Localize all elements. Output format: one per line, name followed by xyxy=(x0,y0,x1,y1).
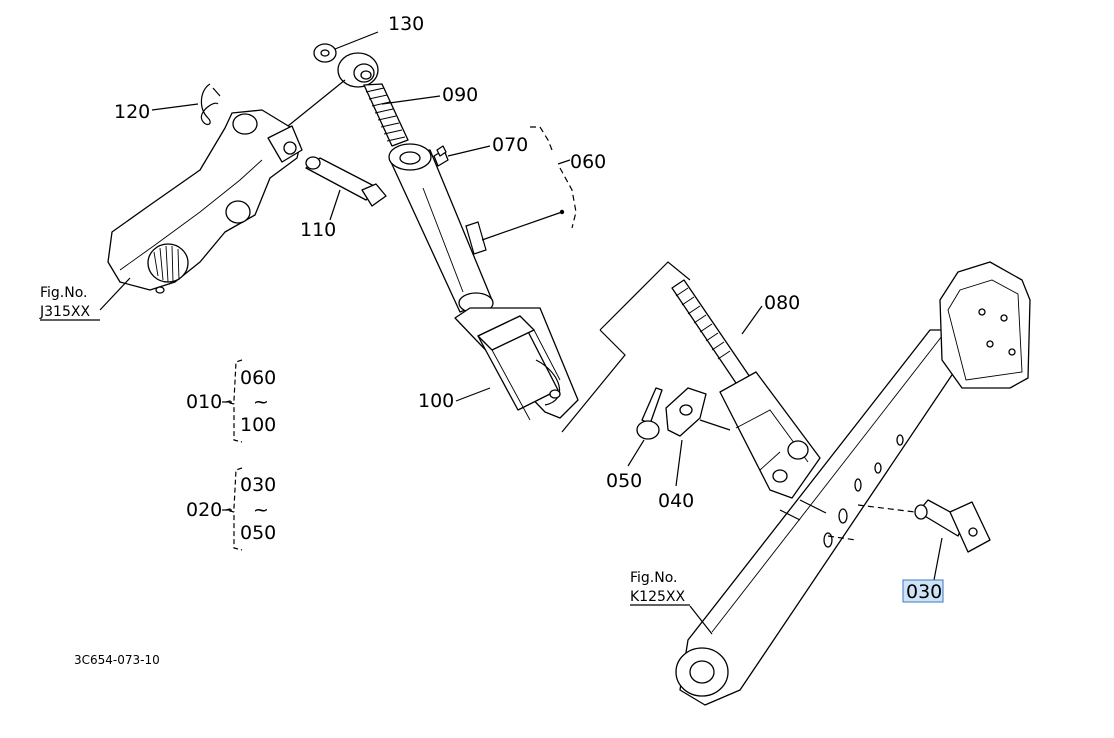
group-020-from: 030 xyxy=(240,474,276,496)
group-020-tilde: ~ xyxy=(253,499,269,521)
fig-ref-left-label: Fig.No. xyxy=(40,285,88,301)
callout-030-highlight[interactable]: 030 xyxy=(902,579,944,603)
callout-040[interactable]: 040 xyxy=(658,490,694,512)
callout-130[interactable]: 130 xyxy=(388,13,424,35)
lower-link-drawing xyxy=(675,261,1031,706)
callout-050[interactable]: 050 xyxy=(606,470,642,492)
callout-030[interactable]: 030 xyxy=(906,581,942,603)
callout-100[interactable]: 100 xyxy=(418,390,454,412)
washer-pin-drawing xyxy=(636,387,707,440)
fig-ref-right-code[interactable]: K125XX xyxy=(630,589,685,605)
lift-arm-drawing xyxy=(107,83,303,294)
callout-060[interactable]: 060 xyxy=(570,151,606,173)
group-020-to: 050 xyxy=(240,522,276,544)
callout-090[interactable]: 090 xyxy=(442,84,478,106)
group-010-to: 100 xyxy=(240,414,276,436)
callout-080[interactable]: 080 xyxy=(764,292,800,314)
callout-070[interactable]: 070 xyxy=(492,134,528,156)
group-010-id[interactable]: 010 xyxy=(186,391,222,413)
fig-ref-left-code[interactable]: J315XX xyxy=(39,304,90,320)
callout-110[interactable]: 110 xyxy=(300,219,336,241)
rod-080-drawing xyxy=(671,279,821,499)
pin-110-drawing xyxy=(305,156,387,207)
highlight-box xyxy=(902,579,944,603)
group-010-tilde: ~ xyxy=(253,391,269,413)
fig-ref-right-label: Fig.No. xyxy=(630,570,678,586)
group-010-from: 060 xyxy=(240,367,276,389)
group-020-id[interactable]: 020 xyxy=(186,499,222,521)
callout-120[interactable]: 120 xyxy=(114,101,150,123)
drawing-code: 3C654-073-10 xyxy=(74,653,160,667)
top-link-drawing xyxy=(313,43,579,421)
